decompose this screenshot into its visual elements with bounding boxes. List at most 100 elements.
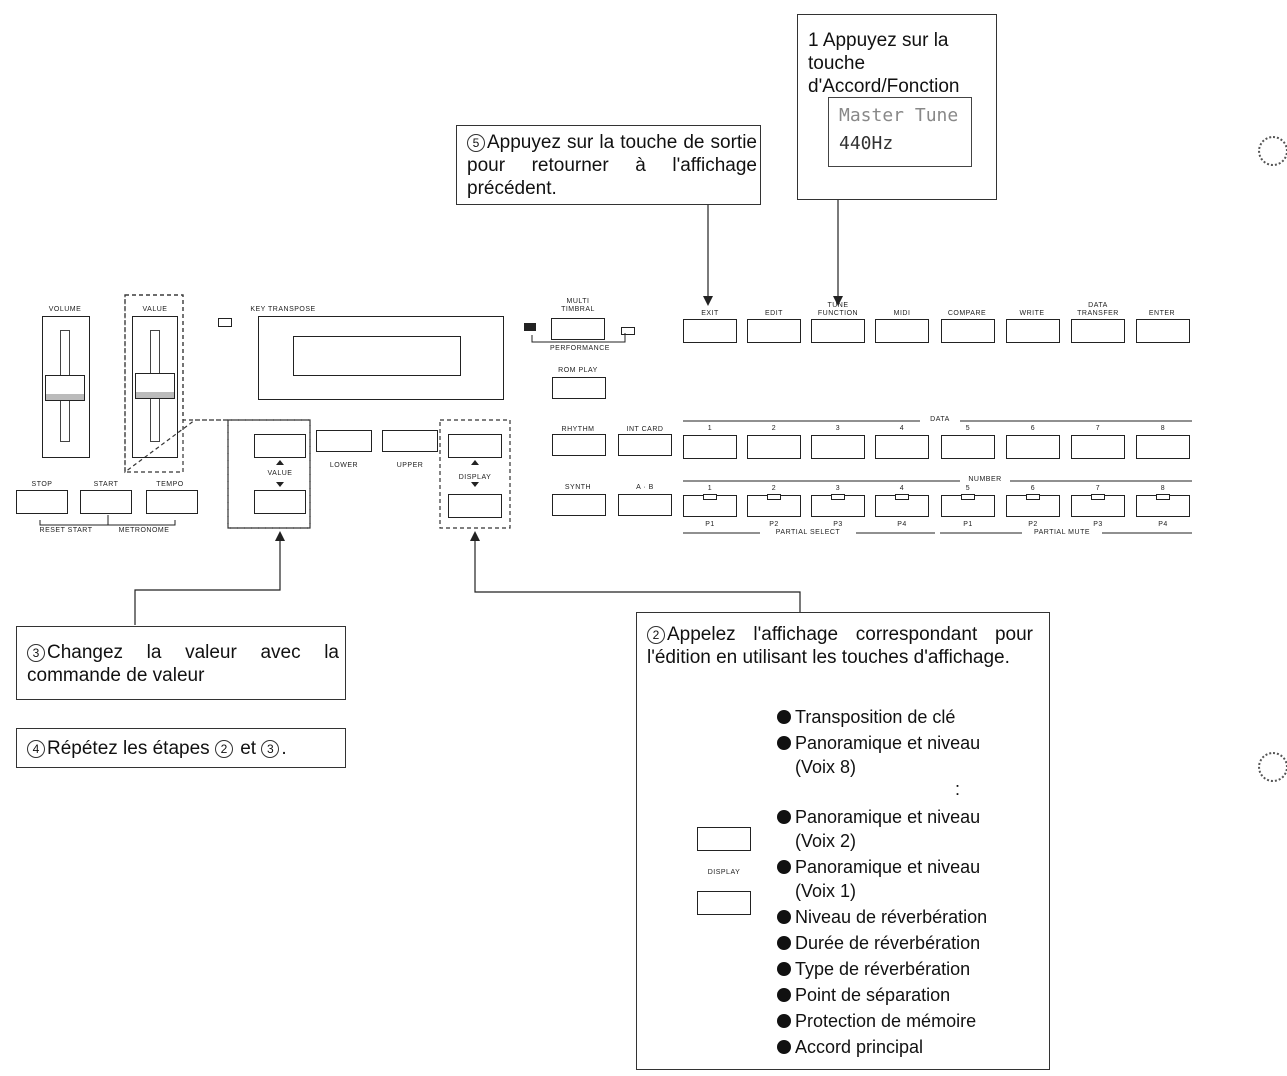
number-num-label: 1 [707, 485, 713, 492]
volume-label: VOLUME [48, 306, 82, 313]
enter-button[interactable] [1136, 319, 1190, 343]
number-led-4 [895, 494, 909, 500]
tune-function-label: TUNE FUNCTION [817, 302, 859, 317]
list-item: Panoramique et niveau [777, 857, 980, 878]
partial-select-label: PARTIAL SELECT [760, 529, 856, 536]
list-item: Panoramique et niveau [777, 733, 980, 754]
lower-button[interactable] [316, 430, 372, 452]
step4-number: 4 [27, 740, 45, 758]
rhythm-button[interactable] [552, 434, 606, 456]
display-down-button[interactable] [448, 494, 502, 518]
tempo-button[interactable] [146, 490, 198, 514]
cycle-display-up-button[interactable] [697, 827, 751, 851]
step5-label: Appuyez sur la touche de sortie pour ret… [467, 132, 757, 199]
bullet-icon [777, 736, 791, 750]
step1-number: 1 [808, 30, 819, 51]
lcd-display: Master Tune 440Hz [828, 97, 972, 167]
number-led-3 [831, 494, 845, 500]
volume-slider-knob[interactable] [45, 375, 85, 401]
partial-label: P4 [897, 521, 907, 528]
number-num-label: 4 [899, 485, 905, 492]
key-transpose-label: KEY TRANSPOSE [250, 306, 316, 313]
write-button[interactable] [1006, 319, 1060, 343]
list-item-label: (Voix 8) [795, 757, 857, 777]
data-num-label: 2 [771, 425, 777, 432]
bullet-icon [777, 860, 791, 874]
performance-label: PERFORMANCE [550, 345, 610, 352]
data-button-5[interactable] [941, 435, 995, 459]
list-item-label: Transposition de clé [795, 707, 956, 727]
number-num-label: 8 [1160, 485, 1166, 492]
int-card-button[interactable] [618, 434, 672, 456]
display-up-button[interactable] [448, 434, 502, 458]
midi-button[interactable] [875, 319, 929, 343]
step4-ref2: 2 [214, 740, 233, 758]
partial-label: P2 [1028, 521, 1038, 528]
number-led-1 [703, 494, 717, 500]
data-transfer-label: DATA TRANSFER [1077, 302, 1119, 317]
data-button-2[interactable] [747, 435, 801, 459]
partial-label: P3 [833, 521, 843, 528]
value-down-button[interactable] [254, 490, 306, 514]
data-button-7[interactable] [1071, 435, 1125, 459]
number-num-label: 3 [835, 485, 841, 492]
value-up-button[interactable] [254, 434, 306, 458]
step3-label: Changez la valeur avec la commande de va… [27, 642, 339, 686]
step1-text: 1 Appuyez sur la touche d'Accord/Fonctio… [808, 29, 990, 98]
exit-button[interactable] [683, 319, 737, 343]
partial-label: P1 [705, 521, 715, 528]
multi-timbral-button[interactable] [551, 318, 605, 340]
list-item-label: Niveau de réverbération [795, 907, 988, 927]
cycle-display-down-button[interactable] [697, 891, 751, 915]
data-button-6[interactable] [1006, 435, 1060, 459]
list-item-label: Durée de réverbération [795, 933, 981, 953]
reset-start-label: RESET START [39, 527, 93, 534]
data-transfer-button[interactable] [1071, 319, 1125, 343]
multi-timbral-label: MULTI TIMBRAL [561, 298, 595, 313]
value-slider-knob[interactable] [135, 373, 175, 399]
number-num-label: 6 [1030, 485, 1036, 492]
compare-button[interactable] [941, 319, 995, 343]
step4-ref3: 3 [261, 740, 280, 758]
edit-button[interactable] [747, 319, 801, 343]
bullet-icon [777, 936, 791, 950]
data-label: DATA [920, 416, 960, 423]
synth-button[interactable] [552, 494, 606, 516]
number-num-label: 7 [1095, 485, 1101, 492]
lcd-line2: 440Hz [839, 133, 894, 154]
list-item-label: (Voix 1) [795, 881, 857, 901]
data-button-8[interactable] [1136, 435, 1190, 459]
step4-label: Répétez les étapes [47, 738, 210, 759]
bullet-icon [777, 962, 791, 976]
list-item: Type de réverbération [777, 959, 970, 980]
data-num-label: 6 [1030, 425, 1036, 432]
start-button[interactable] [80, 490, 132, 514]
main-lcd-screen [293, 336, 461, 376]
lower-label: LOWER [329, 462, 359, 469]
tempo-label: TEMPO [156, 481, 184, 488]
value-slider-frame [132, 316, 178, 458]
rom-play-button[interactable] [552, 377, 606, 399]
stop-button[interactable] [16, 490, 68, 514]
tune-function-button[interactable] [811, 319, 865, 343]
ab-button[interactable] [618, 494, 672, 516]
number-led-6 [1026, 494, 1040, 500]
upper-button[interactable] [382, 430, 438, 452]
data-button-3[interactable] [811, 435, 865, 459]
data-num-label: 5 [965, 425, 971, 432]
data-button-4[interactable] [875, 435, 929, 459]
data-num-label: 1 [707, 425, 713, 432]
list-item: (Voix 8) [795, 757, 856, 778]
volume-slider-frame [42, 316, 90, 458]
data-button-1[interactable] [683, 435, 737, 459]
ab-label: A · B [636, 484, 654, 491]
multi-timbral-led [524, 323, 536, 331]
key-transpose-led [218, 318, 232, 327]
